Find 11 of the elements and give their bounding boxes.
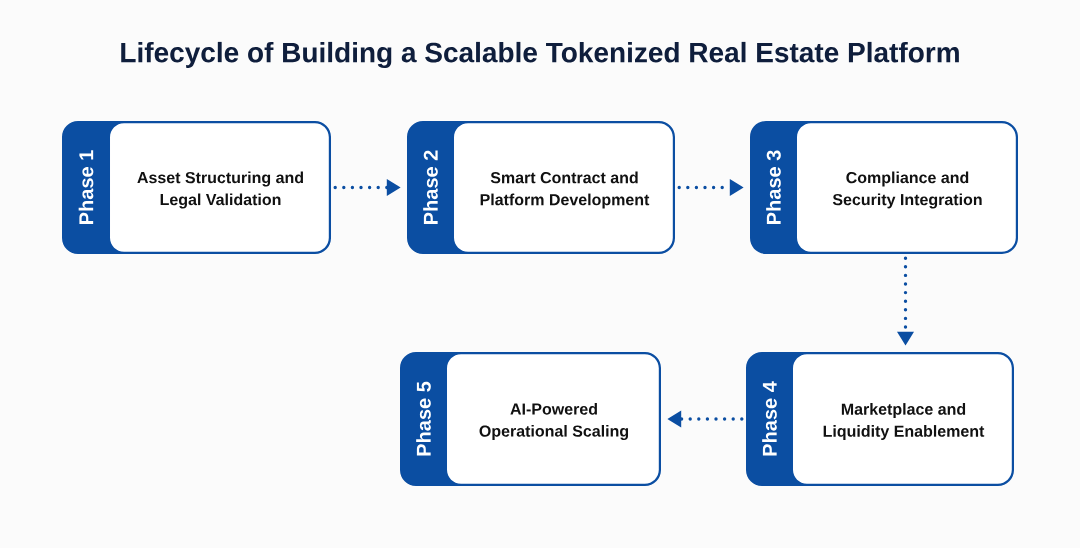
diagram-title: Lifecycle of Building a Scalable Tokenized Real Estate Platform (121, 41, 959, 69)
phase-description: Smart Contract and Platform Development (480, 171, 650, 209)
phase-label: Phase 5 (416, 381, 431, 456)
phase-label: Phase 3 (766, 150, 781, 224)
phase-label: Phase 1 (78, 150, 94, 224)
phase-label: Phase 4 (762, 381, 777, 456)
phase-description: Asset Structuring and Legal Validation (137, 171, 303, 209)
phase-description: AI-Powered Operational Scaling (479, 403, 629, 440)
phase-description: Marketplace and Liquidity Enablement (823, 403, 985, 440)
phase-description: Compliance and Security Integration (832, 171, 982, 209)
phase-label: Phase 2 (423, 150, 438, 224)
